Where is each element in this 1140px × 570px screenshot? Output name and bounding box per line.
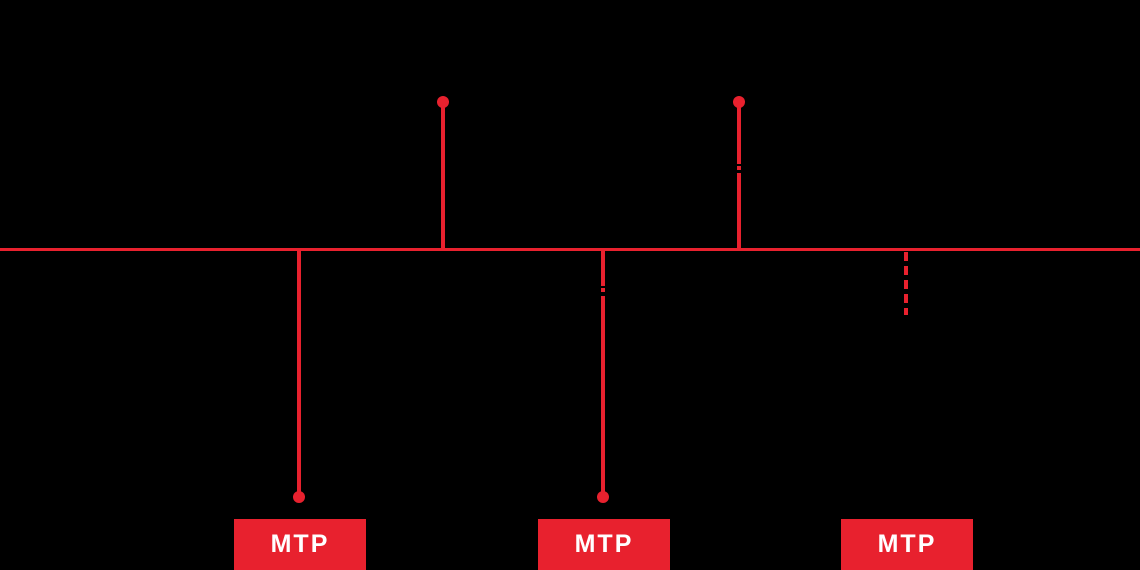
down-endpoint-dot-1	[293, 491, 305, 503]
up-connector-line-2-break-dash	[737, 166, 741, 170]
up-connector-line-2-upper	[737, 103, 741, 164]
mtp-node-2-label: MTP	[574, 530, 634, 558]
up-connector-line-1	[441, 103, 445, 251]
mtp-node-3-label: MTP	[877, 530, 937, 558]
down-connector-line-2-break-dash	[601, 288, 605, 292]
bus-line	[0, 248, 1140, 251]
up-connector-line-2-lower	[737, 173, 741, 251]
up-endpoint-dot-1	[437, 96, 449, 108]
down-connector-line-2-lower	[601, 296, 605, 492]
mtp-node-3: MTP	[841, 519, 973, 570]
mtp-node-1: MTP	[234, 519, 366, 570]
down-connector-line-1	[297, 250, 301, 492]
down-endpoint-dot-2	[597, 491, 609, 503]
up-endpoint-dot-2	[733, 96, 745, 108]
dashed-stub-connector-line-3	[904, 252, 908, 315]
down-connector-line-2-upper	[601, 250, 605, 286]
mtp-node-2: MTP	[538, 519, 670, 570]
mtp-node-1-label: MTP	[270, 530, 330, 558]
